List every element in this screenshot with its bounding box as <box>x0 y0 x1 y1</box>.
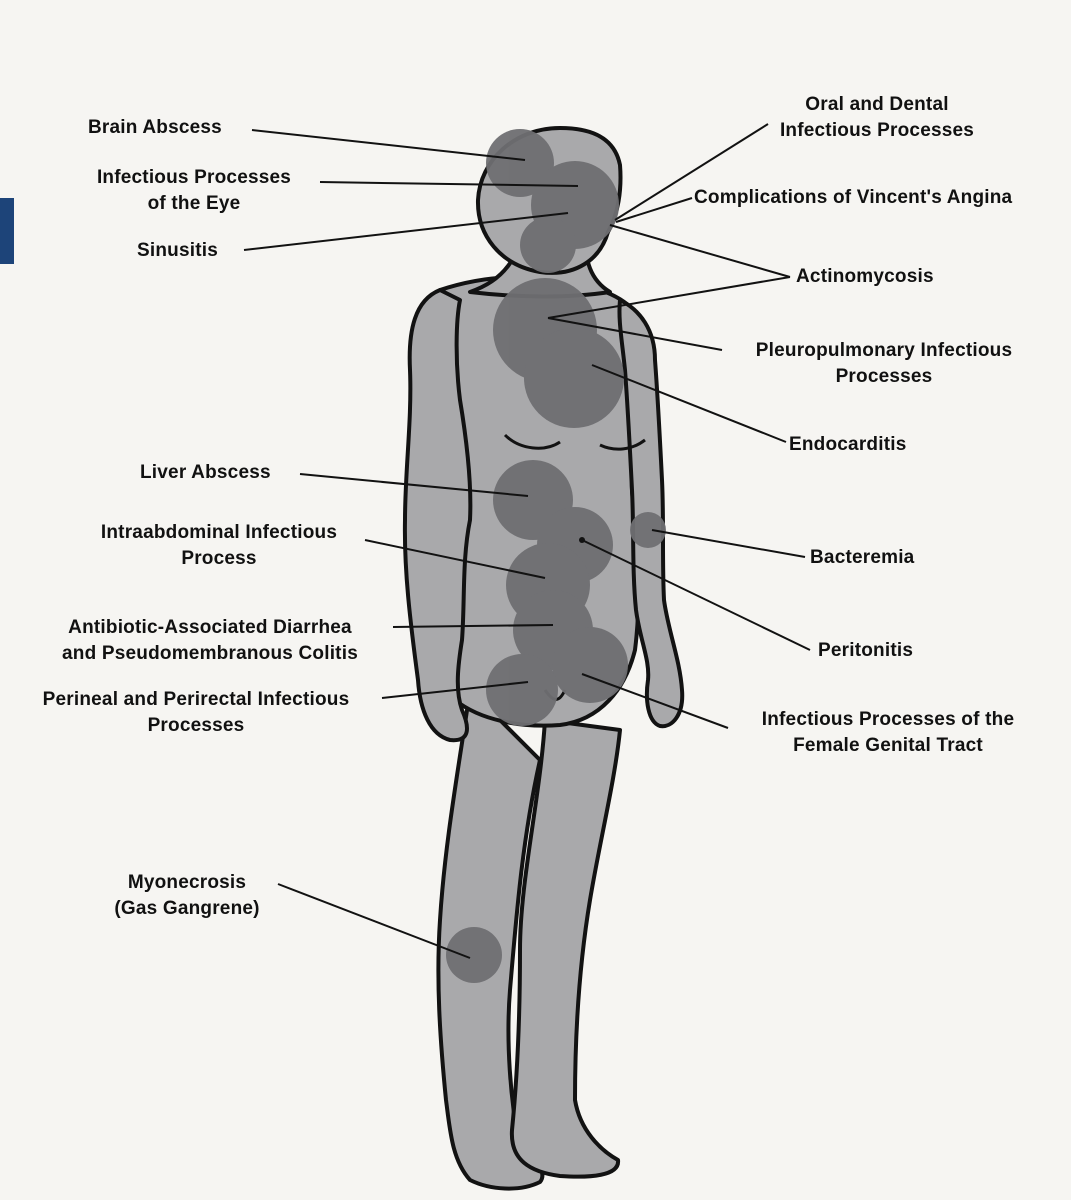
site-bacteremia <box>630 512 666 548</box>
site-thigh <box>446 927 502 983</box>
peritonitis-dot <box>579 537 585 543</box>
site-heart <box>524 328 624 428</box>
label-bacteremia: Bacteremia <box>810 545 914 571</box>
site-genital <box>552 627 628 703</box>
label-myonecrosis: Myonecrosis(Gas Gangrene) <box>94 870 280 922</box>
label-vincent: Complications of Vincent's Angina <box>694 185 1012 211</box>
label-brain-abscess: Brain Abscess <box>88 115 222 141</box>
label-sinusitis: Sinusitis <box>137 238 218 264</box>
label-liver-abscess: Liver Abscess <box>140 460 271 486</box>
label-endocarditis: Endocarditis <box>789 432 906 458</box>
label-peritonitis: Peritonitis <box>818 638 913 664</box>
site-perineal <box>486 654 558 726</box>
label-actinomycosis: Actinomycosis <box>796 264 934 290</box>
site-throat <box>520 217 576 273</box>
